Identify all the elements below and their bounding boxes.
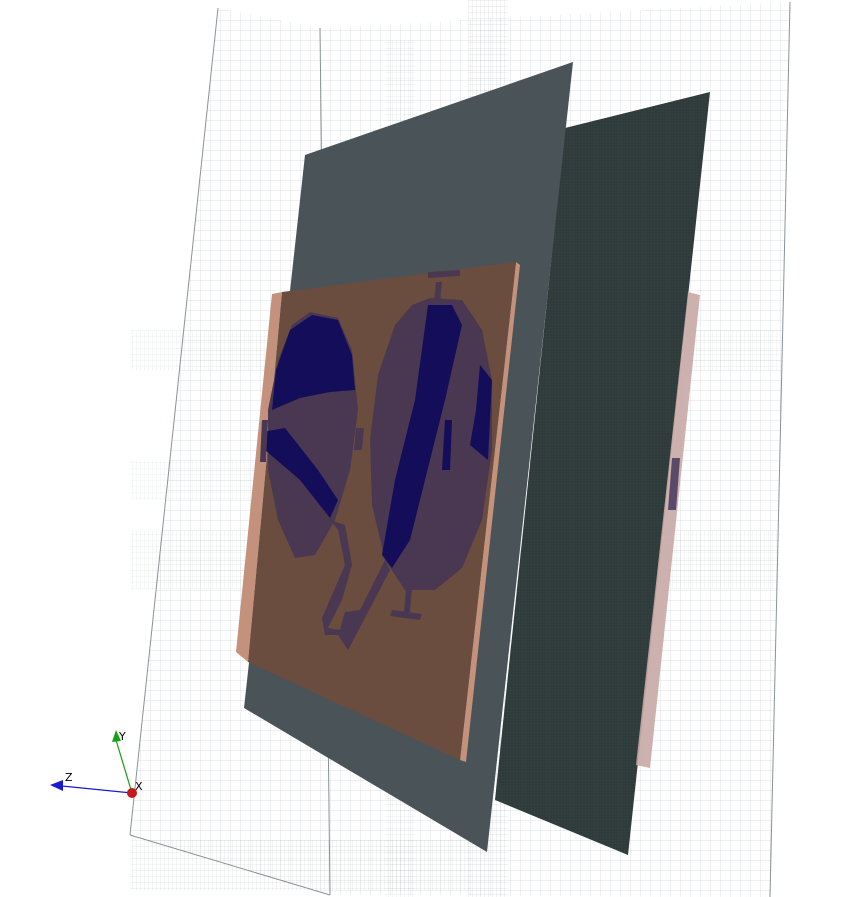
left-patch[interactable] — [260, 312, 364, 558]
back-ground-plane[interactable] — [495, 92, 710, 855]
bottom-feed-line — [404, 588, 412, 612]
x-axis-origin-icon — [127, 788, 137, 798]
rear-patch-sliver — [668, 458, 680, 510]
y-axis-label: Y — [118, 730, 126, 743]
right-patch-field-side — [470, 365, 492, 460]
mesh-edge — [129, 7, 219, 836]
mesh-edge — [769, 1, 791, 897]
feed-network[interactable] — [322, 520, 390, 650]
substrate-edge — [236, 292, 282, 662]
axis-triad: Y Z X — [50, 730, 143, 798]
mesh-edge — [129, 834, 331, 896]
right-patch[interactable] — [370, 270, 492, 620]
left-feed-stub-right — [354, 428, 364, 450]
right-patch-field-mid — [442, 420, 452, 470]
left-feed-stub — [260, 420, 268, 462]
left-patch-field-top — [272, 315, 355, 410]
left-patch-field-band — [262, 428, 338, 518]
z-axis-line — [61, 785, 133, 794]
right-patch-field-main — [382, 305, 462, 568]
x-axis-label: X — [135, 780, 143, 793]
front-substrate-group[interactable] — [236, 262, 520, 762]
top-feed-cap — [428, 270, 460, 278]
top-feed-line — [434, 282, 442, 302]
bottom-feed-cap — [390, 610, 422, 620]
z-axis-arrow-icon — [50, 780, 63, 791]
substrate-edge-right — [460, 262, 520, 762]
rear-substrate[interactable] — [636, 292, 700, 768]
z-axis-label: Z — [65, 771, 73, 784]
y-axis-arrow-icon — [112, 730, 121, 742]
mesh-dense-band — [130, 840, 470, 890]
y-axis-line — [115, 739, 133, 794]
